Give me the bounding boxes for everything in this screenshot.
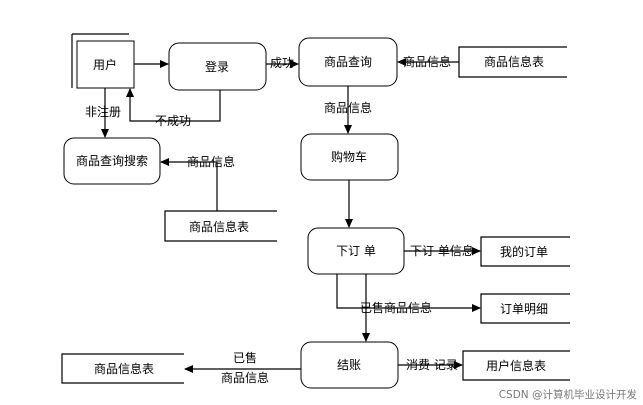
store-user-info-label: 用户信息表 bbox=[486, 358, 546, 373]
product-search-process: 商品查询搜索 bbox=[63, 137, 161, 185]
watermark: CSDN @计算机毕业设计开发 bbox=[499, 388, 638, 401]
edge-fail-label: 不成功 bbox=[155, 114, 191, 128]
product-search-label: 商品查询搜索 bbox=[76, 153, 148, 168]
edge-sold-line1-label: 已售 bbox=[233, 350, 257, 365]
edge-store-search bbox=[160, 158, 218, 211]
login-process: 登录 bbox=[168, 42, 267, 91]
edge-order-detail bbox=[336, 274, 481, 312]
product-query-label: 商品查询 bbox=[324, 54, 372, 69]
login-label: 登录 bbox=[205, 59, 229, 74]
edge-sold-line2-label: 商品信息 bbox=[221, 370, 269, 385]
place-order-label: 下订 单 bbox=[336, 244, 376, 258]
checkout-label: 结账 bbox=[337, 358, 361, 372]
store-order-detail: 订单明细 bbox=[480, 293, 570, 324]
store-my-orders-label: 我的订单 bbox=[500, 244, 548, 259]
edge-product-info-1-label: 商品信息 bbox=[403, 54, 451, 69]
store-product-info-mid: 商品信息表 bbox=[164, 210, 277, 242]
store-my-orders: 我的订单 bbox=[480, 236, 570, 267]
cart-label: 购物车 bbox=[331, 149, 367, 164]
place-order-process: 下订 单 bbox=[307, 227, 405, 275]
cart-process: 购物车 bbox=[300, 133, 399, 181]
store-product-info-top-label: 商品信息表 bbox=[484, 54, 544, 69]
edge-order-info-label: 下订 单信息 bbox=[410, 243, 474, 258]
store-order-detail-label: 订单明细 bbox=[500, 302, 548, 316]
store-product-info-top: 商品信息表 bbox=[458, 46, 567, 78]
store-product-info-bottom: 商品信息表 bbox=[61, 353, 184, 384]
store-product-info-mid-label: 商品信息表 bbox=[189, 219, 249, 234]
user-entity: 用户 bbox=[71, 33, 135, 89]
edge-not-registered-label: 非注册 bbox=[85, 104, 121, 119]
checkout-process: 结账 bbox=[300, 341, 399, 389]
product-query-process: 商品查询 bbox=[298, 37, 398, 87]
user-label: 用户 bbox=[93, 57, 117, 72]
edge-product-info-3-label: 商品信息 bbox=[187, 154, 235, 169]
edge-consumption-label: 消费 记录 bbox=[406, 358, 458, 372]
store-product-info-bottom-label: 商品信息表 bbox=[94, 361, 154, 376]
store-user-info: 用户信息表 bbox=[462, 350, 570, 381]
edge-product-info-2-label: 商品信息 bbox=[324, 100, 372, 115]
edge-success-label: 成功 bbox=[270, 56, 294, 70]
edge-sold-product-info-label: 已售商品信息 bbox=[360, 300, 432, 315]
edge-login-user-fail bbox=[126, 88, 221, 122]
